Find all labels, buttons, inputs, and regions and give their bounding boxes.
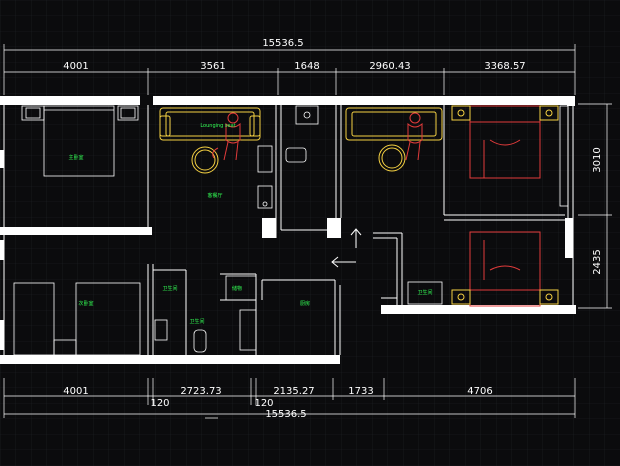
- living-room-figure: [212, 112, 241, 161]
- bottom-dimension-1: 4001: [63, 386, 88, 397]
- second-figure: [405, 112, 423, 161]
- right-dimension-1: 3010: [592, 147, 603, 172]
- arrow-up-icon: [350, 228, 362, 248]
- right-dimension-2: 2435: [592, 249, 603, 274]
- bedroom-2-nightstands: [451, 105, 559, 121]
- top-dimension-lines: [3, 44, 576, 95]
- bottom-small-dimension-2: 120: [254, 398, 273, 409]
- room-label-lounge: 客餐厅: [207, 192, 222, 199]
- thick-walls: [0, 96, 576, 364]
- room-label-bathroom-1: 卫生间: [162, 285, 177, 292]
- room-label-bedroom-2: 次卧室: [78, 300, 93, 307]
- bedroom-2-bed: [469, 105, 541, 179]
- bedroom-3-wardrobe: [407, 281, 443, 305]
- bedroom-3-nightstands: [451, 289, 559, 305]
- bottom-dimension-3: 2135.27: [273, 386, 314, 397]
- arrow-left-icon: [331, 256, 356, 268]
- second-sofa: [345, 107, 443, 172]
- bedroom-2-wardrobe: [559, 105, 569, 207]
- bottom-dimension-4: 1733: [348, 386, 373, 397]
- bottom-dimension-5: 4706: [467, 386, 492, 397]
- bathroom-fixtures-top: [257, 105, 319, 209]
- room-label-bathroom-2: 卫生间: [189, 318, 204, 325]
- top-dimension-5: 3368.57: [484, 61, 525, 72]
- top-dimension-3: 1648: [294, 61, 319, 72]
- room-label-storage: 储物: [232, 285, 242, 292]
- bottom-dimension-lines: [3, 378, 576, 419]
- master-bedroom-furniture: [21, 105, 139, 177]
- top-dimension-1: 4001: [63, 61, 88, 72]
- bottom-small-dimension-1: 120: [150, 398, 169, 409]
- room-label-bathroom-3: 卫生间: [417, 289, 432, 296]
- bottom-dimension-2: 2723.73: [180, 386, 221, 397]
- top-overall-dimension: 15536.5: [262, 38, 303, 49]
- bottom-bathroom-fixtures: [154, 275, 257, 353]
- room-label-master-bedroom: 主卧室: [68, 154, 83, 161]
- room-label-kitchen: 厨房: [300, 300, 310, 307]
- living-room-sofa: [159, 107, 261, 174]
- top-dimension-4: 2960.43: [369, 61, 410, 72]
- bedroom-bottom-left-furniture: [13, 282, 141, 356]
- bottom-overall-dimension: 15536.5: [265, 409, 306, 420]
- right-dimension-lines: [578, 103, 612, 309]
- room-label-living-room: Lounging seat: [200, 123, 235, 129]
- top-dimension-2: 3561: [200, 61, 225, 72]
- bedroom-3-bed: [469, 231, 541, 307]
